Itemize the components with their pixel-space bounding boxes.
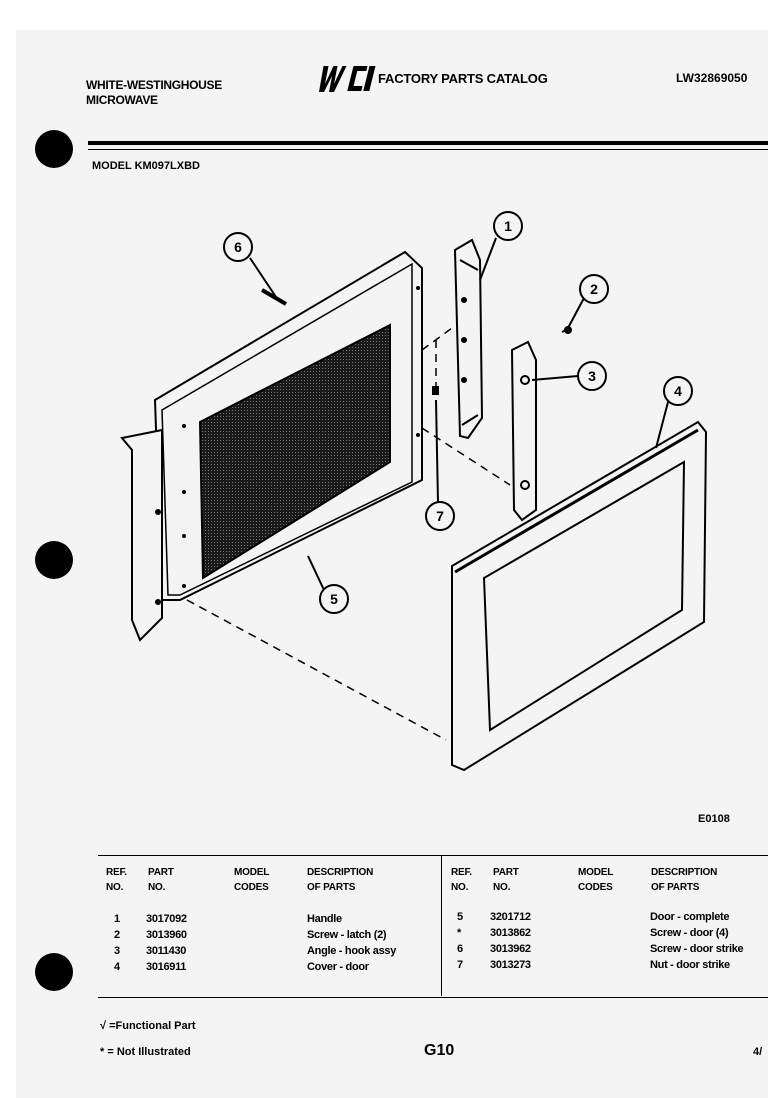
- callout-2: 2: [579, 274, 609, 304]
- door-strike-nut: [432, 386, 439, 395]
- figure-number: E0108: [698, 813, 730, 825]
- not-illustrated-note: * = Not Illustrated: [100, 1046, 191, 1058]
- table-bottom-rule: [98, 997, 768, 998]
- header-rule-thin: [88, 149, 768, 150]
- hinge-plate: [120, 428, 163, 642]
- page-code: G10: [424, 1042, 455, 1059]
- handle-part: [453, 238, 484, 440]
- callout-5: 5: [319, 584, 349, 614]
- functional-part-note: √ =Functional Part: [100, 1020, 196, 1032]
- brand-name: WHITE-WESTINGHOUSE: [86, 78, 222, 92]
- table-top-rule: [98, 855, 768, 856]
- hook-assembly-part: [510, 340, 537, 522]
- ref-no-header: REF.NO.: [106, 867, 127, 893]
- latch-screw-part: [561, 326, 572, 334]
- door-strike-screw: [260, 288, 288, 306]
- page-fraction: 4/: [753, 1046, 763, 1058]
- callout-6: 6: [223, 232, 253, 262]
- door-cover-part: [451, 420, 708, 772]
- callout-1: 1: [493, 211, 523, 241]
- svg-text:6: 6: [234, 239, 242, 255]
- table-divider: [441, 856, 442, 996]
- scan-edge: [0, 0, 16, 1098]
- document-number: LW32869050: [676, 71, 748, 85]
- brand-block: WHITE-WESTINGHOUSE MICROWAVE: [86, 78, 222, 108]
- frame-screws: [182, 286, 420, 588]
- svg-text:7: 7: [436, 508, 444, 524]
- svg-text:1: 1: [504, 218, 512, 234]
- binder-hole-top: [35, 130, 73, 168]
- model-number: MODEL KM097LXBD: [92, 160, 200, 172]
- binder-hole-middle: [35, 541, 73, 579]
- callout-leaders: [249, 237, 669, 591]
- exploded-diagram: 1 2 3 4 5 6 7: [120, 211, 708, 772]
- callout-3: 3: [577, 361, 607, 391]
- callout-7: 7: [425, 501, 455, 531]
- door-frame-part: [153, 250, 423, 601]
- ref-no-header-right: REF.NO.: [451, 867, 472, 893]
- product-type: MICROWAVE: [86, 93, 158, 107]
- catalog-title: FACTORY PARTS CATALOG: [378, 71, 548, 86]
- header-rule: [88, 141, 768, 145]
- wci-logo: [319, 66, 376, 92]
- svg-text:5: 5: [330, 591, 338, 607]
- svg-text:3: 3: [588, 368, 596, 384]
- callout-4: 4: [663, 376, 693, 406]
- svg-text:4: 4: [674, 383, 682, 399]
- binder-hole-bottom: [35, 953, 73, 991]
- svg-text:2: 2: [590, 281, 598, 297]
